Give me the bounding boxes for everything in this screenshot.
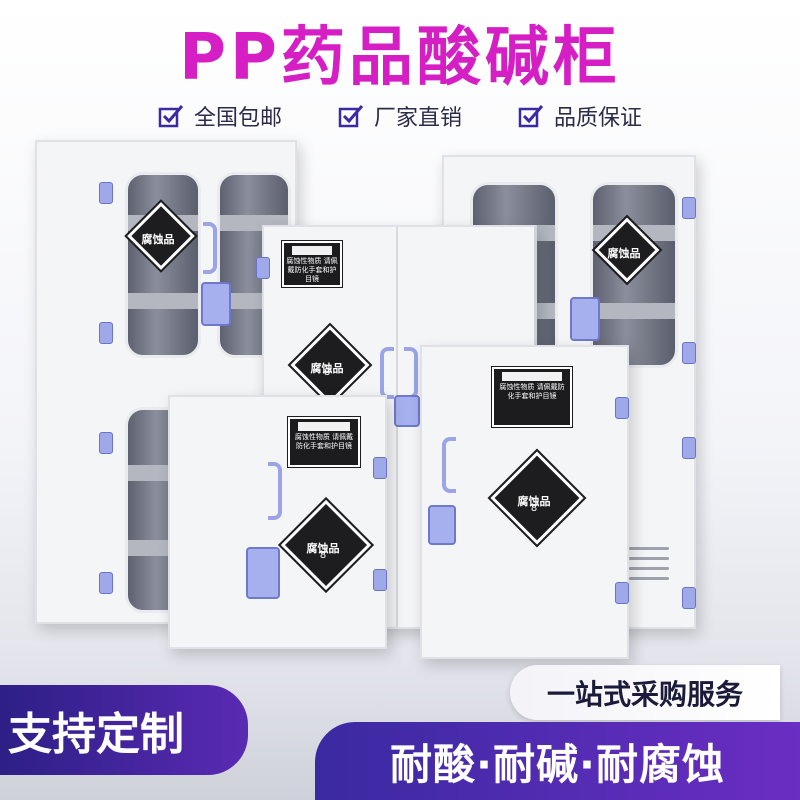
checkbox-check-icon — [338, 105, 364, 128]
door-lock[interactable] — [394, 395, 420, 427]
custom-banner: 支持定制 — [0, 685, 248, 775]
hazard-diamond: 腐蚀品 8 — [277, 496, 375, 594]
features-banner: 耐酸·耐碱·耐腐蚀 — [315, 722, 800, 800]
hazard-diamond: 腐蚀品 — [591, 214, 663, 286]
hinge — [615, 397, 629, 419]
badge-quality: 品质保证 — [518, 100, 642, 132]
badge-label: 全国包邮 — [193, 106, 282, 131]
hinge — [99, 322, 113, 344]
door-handle[interactable] — [268, 462, 282, 520]
hinge — [682, 437, 696, 459]
door-handle[interactable] — [404, 347, 418, 399]
hinge — [99, 182, 113, 204]
hazard-diamond: 腐蚀品 — [124, 199, 198, 273]
vent-slot — [629, 547, 669, 550]
hinge — [373, 457, 387, 479]
badge-label: 厂家直销 — [373, 106, 462, 131]
small-cabinet-left: 腐蚀性物质 请佩戴防化手套和护目镜 腐蚀品 8 — [168, 395, 387, 649]
badge-label: 品质保证 — [554, 106, 643, 131]
door-handle[interactable] — [203, 222, 217, 274]
hinge — [99, 432, 113, 454]
service-banner: 一站式采购服务 — [510, 665, 780, 720]
small-cabinet-right: 腐蚀性物质 请佩戴防化手套和护目镜 腐蚀品 8 — [420, 345, 629, 659]
badge-free-shipping: 全国包邮 — [158, 100, 282, 132]
hinge — [682, 587, 696, 609]
checkbox-check-icon — [158, 105, 184, 128]
page-title: PP药品酸碱柜 — [179, 21, 621, 95]
hinge — [615, 582, 629, 604]
warning-label: 腐蚀性物质 请佩戴防化手套和护目镜 — [287, 416, 361, 468]
door-lock[interactable] — [428, 505, 456, 545]
checkbox-check-icon — [518, 105, 544, 128]
hinge — [682, 342, 696, 364]
hinge — [99, 572, 113, 594]
vent-slot — [629, 557, 669, 560]
warning-label: 腐蚀性物质 请佩戴防化手套和护目镜 — [491, 366, 573, 428]
hazard-diamond: 腐蚀品 8 — [487, 448, 587, 548]
feature-badges: 全国包邮 厂家直销 品质保证 — [0, 100, 800, 132]
badge-factory-direct: 厂家直销 — [338, 100, 462, 132]
door-lock[interactable] — [246, 547, 280, 599]
hazard-diamond: 腐蚀品 8 — [287, 322, 373, 408]
hinge — [256, 257, 270, 279]
door-lock[interactable] — [570, 297, 600, 341]
warning-label: 腐蚀性物质 请佩戴防化手套和护目镜 — [281, 240, 343, 288]
hinge — [373, 569, 387, 591]
door-lock[interactable] — [201, 282, 231, 326]
hinge — [682, 197, 696, 219]
vent-slot — [629, 567, 669, 570]
vent-slot — [629, 577, 669, 580]
door-handle[interactable] — [442, 437, 456, 493]
door-handle[interactable] — [380, 347, 394, 399]
